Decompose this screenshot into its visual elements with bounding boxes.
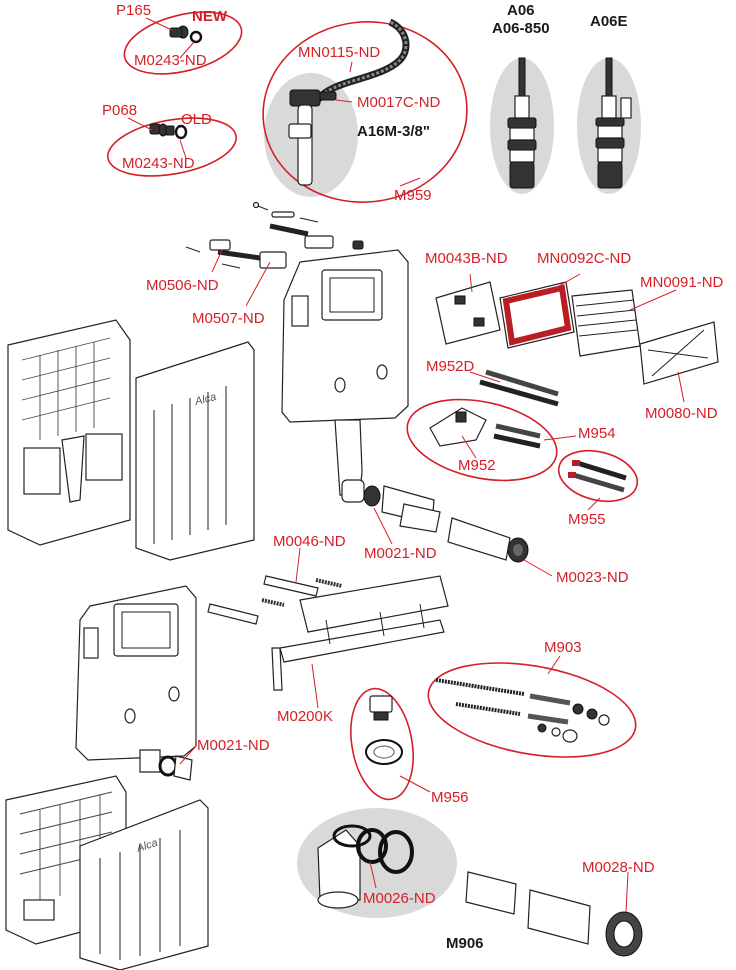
label-m0021-bottom: M0021-ND: [197, 737, 270, 754]
label-m0028: M0028-ND: [582, 859, 655, 876]
label-m906: M906: [446, 935, 484, 952]
lower-panel-icon: Alca: [79, 799, 209, 970]
m959-callout-ring: [262, 21, 468, 203]
m0506-hardware-icon: [185, 201, 319, 269]
fill-valve-icon: [288, 89, 337, 186]
label-m0506: M0506-ND: [146, 277, 219, 294]
m956-group: [350, 687, 414, 801]
m954-callout-ring: [406, 398, 558, 482]
m0043b-frame-icon: [435, 281, 501, 345]
m954-group: [406, 398, 558, 482]
label-m0200k: M0200K: [277, 708, 333, 725]
m956-callout-ring: [350, 687, 414, 801]
m959-fill-valve-group: [262, 18, 468, 203]
m0046-bolts-icon: [207, 575, 343, 625]
label-m0023: M0023-ND: [556, 569, 629, 586]
label-m0507: M0507-ND: [192, 310, 265, 327]
label-m959: M959: [394, 187, 432, 204]
m906-pipe-icon: [465, 871, 643, 957]
label-m954: M954: [578, 425, 616, 442]
p068-callout-ring: [107, 117, 237, 177]
label-p165: P165: [116, 2, 151, 19]
m0507-hardware-icon: [259, 223, 364, 269]
upper-cistern-icon: [281, 249, 409, 503]
label-m0080: M0080-ND: [645, 405, 718, 422]
flush-pipe-icon: [363, 485, 529, 563]
label-m0021-top: M0021-ND: [364, 545, 437, 562]
label-m903: M903: [544, 639, 582, 656]
label-m0017c: M0017C-ND: [357, 94, 441, 111]
label-a06: A06: [507, 2, 535, 19]
p165-connector-icon: [169, 25, 203, 44]
label-old: OLD: [181, 111, 212, 128]
m955-group: [557, 449, 639, 503]
m903-group: [427, 662, 637, 758]
m0080-plate-icon: [639, 321, 719, 385]
label-a16m: A16M-3/8": [357, 123, 430, 140]
upper-frame-icon: [7, 319, 131, 546]
p165-connector-group: [123, 11, 243, 75]
a06e-drain-valve-icon: [595, 57, 632, 189]
label-m956: M956: [431, 789, 469, 806]
m955-callout-ring: [557, 449, 639, 503]
a06-drain-valve-icon: [507, 57, 537, 189]
upper-panel-logo: Alca: [193, 391, 218, 408]
mn0091-box-icon: [571, 289, 641, 357]
label-a06-850: A06-850: [492, 20, 550, 37]
p068-connector-icon: [149, 123, 188, 140]
p165-callout-ring: [123, 11, 243, 75]
label-m952d: M952D: [426, 358, 475, 375]
label-mn0091: MN0091-ND: [640, 274, 724, 291]
m903-callout-ring: [427, 662, 637, 758]
label-m0243-bottom: M0243-ND: [122, 155, 195, 172]
upper-panel-icon: Alca: [135, 341, 255, 561]
m952d-rods-icon: [479, 369, 559, 407]
label-m0243-top: M0243-ND: [134, 52, 207, 69]
label-m0046: M0046-ND: [273, 533, 346, 550]
label-m0043b: M0043B-ND: [425, 250, 508, 267]
label-p068: P068: [102, 102, 137, 119]
lower-cistern-icon: [75, 585, 197, 781]
label-m952: M952: [458, 457, 496, 474]
label-mn0115: MN0115-ND: [298, 44, 380, 61]
label-m955: M955: [568, 511, 606, 528]
m0200k-bracket-icon: [271, 575, 449, 691]
leader-lines: [127, 17, 685, 913]
label-mn0092c: MN0092C-ND: [537, 250, 631, 267]
label-a06e: A06E: [590, 13, 628, 30]
mn0092c-frame-icon: [499, 281, 575, 349]
label-m0026: M0026-ND: [363, 890, 436, 907]
m906-elbow-icon: [317, 824, 414, 909]
p068-connector-group: [107, 117, 237, 177]
label-new: NEW: [192, 8, 228, 25]
